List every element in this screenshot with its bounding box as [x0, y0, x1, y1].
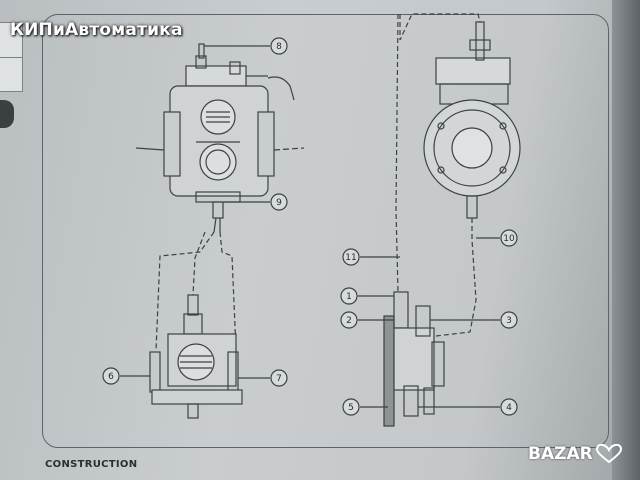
callout-11: [342, 248, 360, 266]
callout-2: [340, 311, 358, 329]
callout-number: 10: [503, 234, 515, 244]
callout-9: [270, 193, 288, 211]
left-regulator-bottom: [149, 294, 243, 419]
drawing-frame: [42, 14, 609, 448]
callout-10: [500, 229, 518, 247]
heart-icon: [596, 444, 622, 464]
page-tab-dark: [0, 100, 14, 128]
left-regulator-top: [135, 43, 305, 233]
callout-5: [342, 398, 360, 416]
footer-label: CONSTRUCTION: [45, 459, 138, 470]
callout-number: 7: [276, 374, 282, 384]
left-tubing: [155, 231, 237, 351]
callout-number: 9: [276, 198, 282, 208]
watermark-text: КИПиАвтоматика: [10, 20, 183, 40]
callout-number: 3: [506, 316, 512, 326]
page-tab: [0, 22, 23, 92]
callout-3: [500, 311, 518, 329]
callout-number: 11: [345, 253, 356, 263]
callout-4: [500, 398, 518, 416]
callout-number: 5: [348, 403, 354, 413]
callout-7: [270, 369, 288, 387]
bazar-badge: BAZAR: [528, 444, 593, 464]
callout-number: 8: [276, 42, 282, 52]
right-regulator-bottom: [383, 291, 445, 427]
callout-number: 2: [346, 316, 352, 326]
callout-6: [102, 367, 120, 385]
page-edge-shadow: [612, 0, 640, 480]
right-regulator-top: [395, 13, 521, 337]
callout-circles: [102, 37, 518, 416]
leader-lines: [120, 45, 500, 408]
callout-1: [340, 287, 358, 305]
callout-number: 6: [108, 372, 114, 382]
callout-8: [270, 37, 288, 55]
callout-number: 1: [346, 292, 352, 302]
callout-number: 4: [506, 403, 512, 413]
